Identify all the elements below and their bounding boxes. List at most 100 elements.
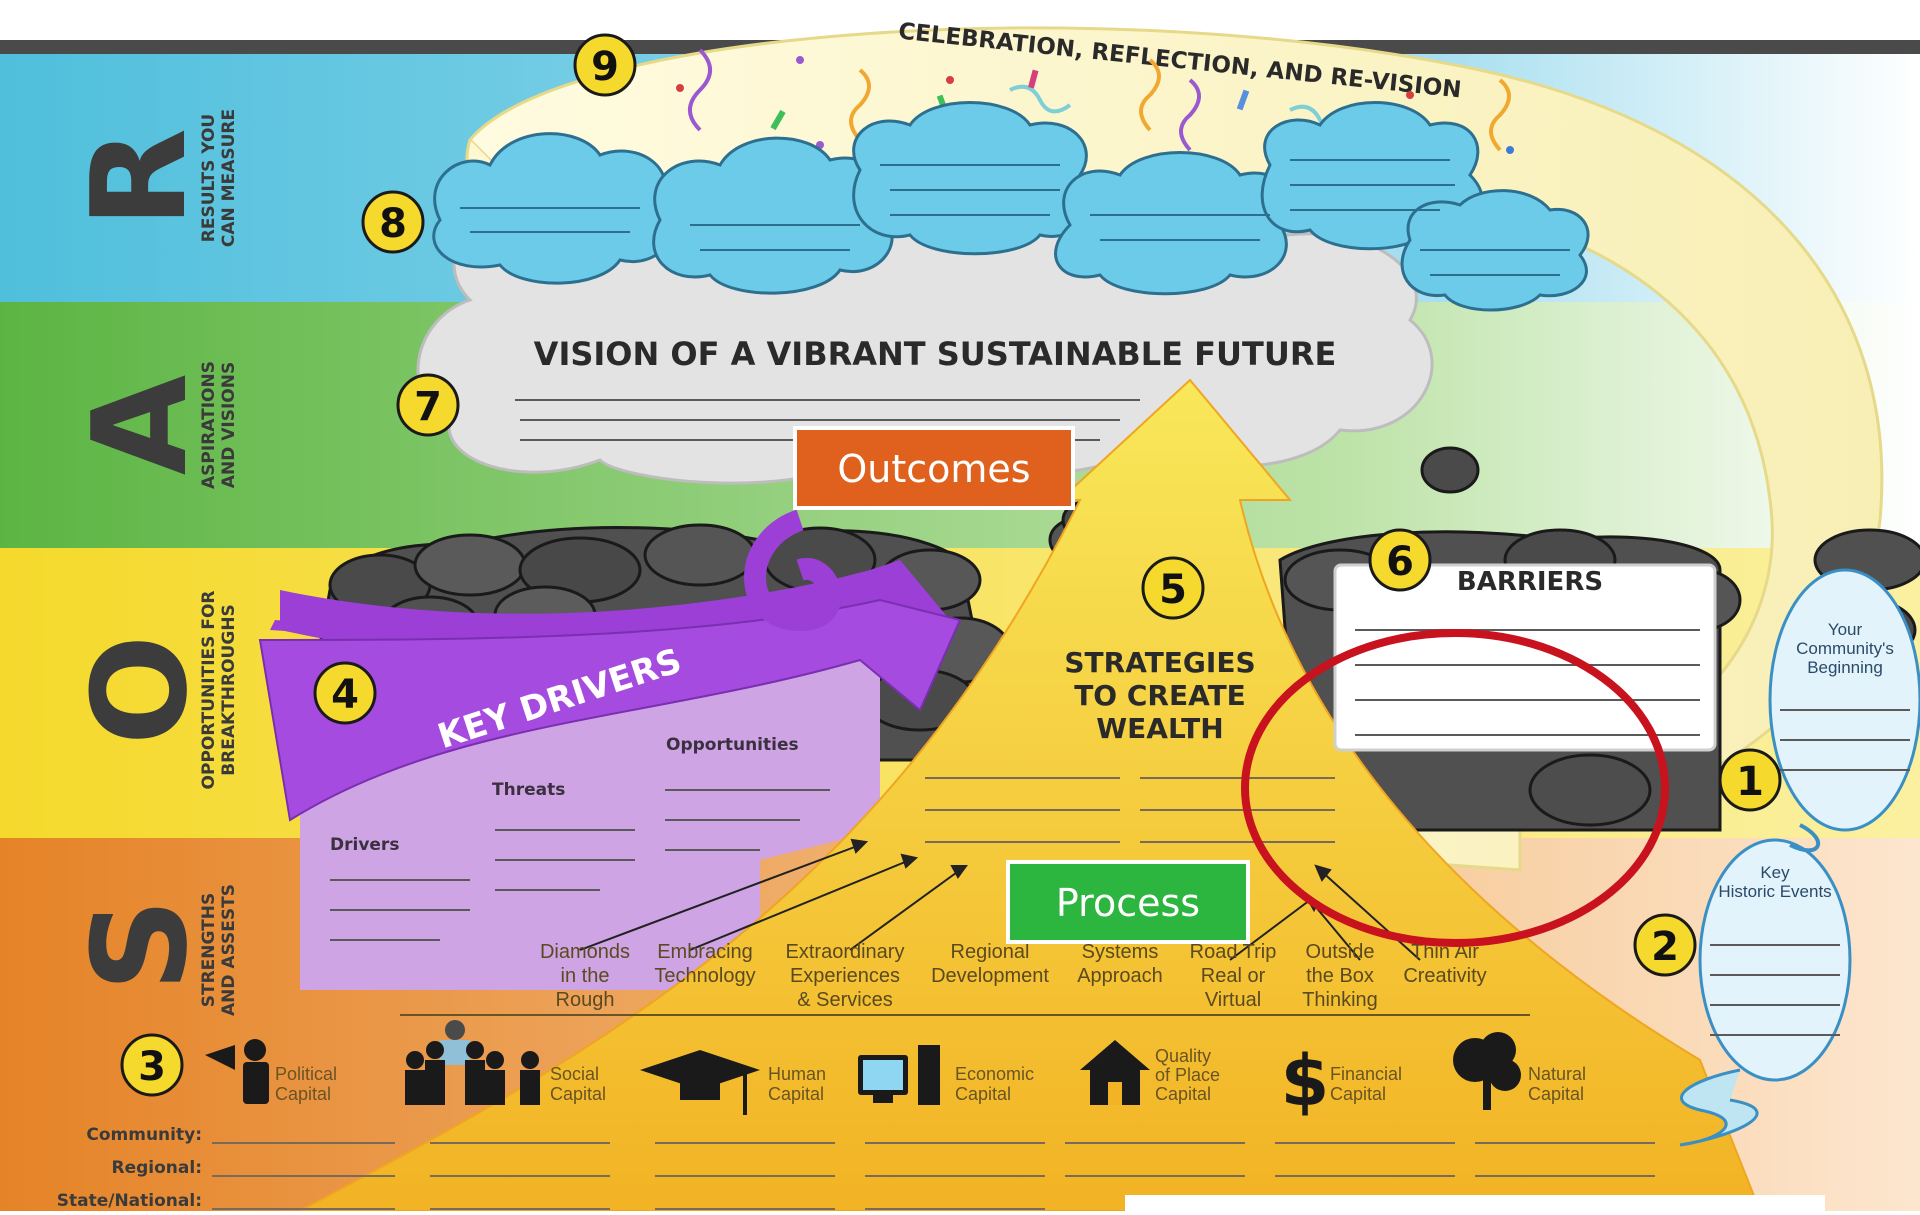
svg-text:Diamonds: Diamonds [540, 941, 630, 963]
svg-text:STRENGTHS: STRENGTHS [199, 893, 219, 1008]
number-circle-4: 4 [313, 661, 377, 725]
strategy-systems-approach: Systems Approach [1077, 941, 1163, 987]
strategy-regional-development: Regional Development [931, 941, 1049, 987]
svg-text:Capital: Capital [768, 1084, 824, 1104]
svg-text:$: $ [1281, 1040, 1330, 1122]
svg-text:Capital: Capital [1528, 1084, 1584, 1104]
svg-text:5: 5 [1159, 567, 1187, 613]
svg-text:TO CREATE: TO CREATE [1074, 679, 1246, 712]
strategies-heading: STRATEGIES TO CREATE WEALTH [1064, 646, 1255, 745]
threats-label: Threats [492, 780, 565, 800]
vision-heading: VISION OF A VIBRANT SUSTAINABLE FUTURE [534, 335, 1337, 373]
svg-text:Experiences: Experiences [790, 965, 900, 987]
opportunities-label: Opportunities [666, 735, 799, 755]
process-label: Process [1056, 881, 1200, 925]
band-label-aspirations: ASPIRATIONS AND VISIONS [199, 361, 239, 489]
svg-text:STRATEGIES: STRATEGIES [1064, 646, 1255, 679]
band-letter-o: O [64, 635, 216, 746]
number-circle-9: 9 [573, 33, 637, 97]
svg-text:CAN MEASURE: CAN MEASURE [219, 109, 239, 247]
svg-text:Social: Social [550, 1064, 599, 1084]
svg-text:2: 2 [1651, 924, 1679, 970]
levels-rows: Community: Regional: State/National: [57, 1125, 1655, 1211]
svg-text:6: 6 [1386, 539, 1414, 585]
key-historic-events-label: Key Historic Events [1718, 863, 1831, 901]
key-drivers-arrow [258, 598, 962, 822]
svg-text:Road Trip: Road Trip [1190, 941, 1277, 963]
svg-text:Community's: Community's [1796, 639, 1894, 658]
svg-text:BREAKTHROUGHS: BREAKTHROUGHS [219, 604, 239, 776]
number-circle-8: 8 [361, 190, 425, 254]
svg-text:7: 7 [414, 384, 442, 430]
svg-text:AND ASSESTS: AND ASSESTS [219, 884, 239, 1016]
key-drivers-banner [280, 560, 950, 658]
svg-text:Your: Your [1828, 620, 1863, 639]
level-community: Community: [86, 1125, 202, 1145]
outcomes-label-box: Outcomes [793, 426, 1075, 510]
oval-connector [1789, 823, 1821, 853]
svg-text:Economic: Economic [955, 1064, 1034, 1084]
group-of-people-icon [405, 1020, 540, 1105]
strategy-diamonds-in-the-rough: Diamonds in the Rough [540, 941, 630, 1011]
svg-text:O: O [64, 635, 216, 746]
drivers-label: Drivers [330, 835, 399, 855]
number-circle-2: 2 [1633, 913, 1697, 977]
svg-text:Capital: Capital [955, 1084, 1011, 1104]
svg-text:S: S [64, 898, 216, 992]
svg-text:the Box: the Box [1306, 965, 1374, 987]
svg-text:R: R [63, 128, 215, 228]
svg-text:Thinking: Thinking [1302, 989, 1378, 1011]
capital-human: Human Capital [768, 1064, 826, 1104]
svg-text:Financial: Financial [1330, 1064, 1402, 1084]
capitals-row: Political Capital Social Capital [205, 1020, 1586, 1122]
community-beginning-label: Your Community's Beginning [1796, 620, 1894, 677]
band-letter-r: R [63, 128, 215, 228]
svg-text:Human: Human [768, 1064, 826, 1084]
svg-text:Beginning: Beginning [1807, 658, 1883, 677]
strategy-embracing-technology: Embracing Technology [654, 941, 755, 987]
svg-text:Systems: Systems [1082, 941, 1159, 963]
community-beginning-oval [1768, 568, 1920, 832]
river-tail [1679, 1068, 1759, 1147]
strategy-labels: Diamonds in the Rough Embracing Technolo… [540, 941, 1487, 1011]
band-label-results: RESULTS YOU CAN MEASURE [199, 109, 239, 247]
svg-text:Rough: Rough [556, 989, 615, 1011]
capital-social: Social Capital [550, 1064, 606, 1104]
svg-text:Capital: Capital [275, 1084, 331, 1104]
strategy-pointer-arrows [579, 838, 1421, 961]
band-letter-a: A [64, 375, 216, 476]
svg-text:of Place: of Place [1155, 1065, 1220, 1085]
svg-text:Virtual: Virtual [1205, 989, 1261, 1011]
svg-text:Real or: Real or [1201, 965, 1266, 987]
svg-text:4: 4 [331, 672, 359, 718]
svg-text:Creativity: Creativity [1403, 965, 1486, 987]
band-label-opportunities: OPPORTUNITIES FOR BREAKTHROUGHS [199, 591, 239, 790]
megaphone-person-icon [205, 1039, 269, 1104]
svg-text:Embracing: Embracing [657, 941, 753, 963]
strategy-extraordinary-experiences: Extraordinary Experiences & Services [786, 941, 905, 1011]
key-historic-events-lines [1710, 944, 1840, 1036]
dollar-sign-icon: $ [1281, 1040, 1330, 1122]
svg-text:in the: in the [561, 965, 610, 987]
strategy-road-trip: Road Trip Real or Virtual [1190, 941, 1277, 1011]
community-beginning-lines [1780, 709, 1910, 771]
computer-icon [858, 1045, 940, 1105]
barriers-write-lines [1355, 629, 1700, 736]
outcomes-label: Outcomes [837, 447, 1030, 491]
band-label-strengths: STRENGTHS AND ASSESTS [199, 884, 239, 1016]
barriers-heading: BARRIERS [1457, 567, 1603, 597]
svg-text:Regional: Regional [951, 941, 1030, 963]
capital-political: Political Capital [275, 1064, 337, 1104]
capital-financial: Financial Capital [1330, 1064, 1402, 1104]
strategies-write-lines [925, 777, 1335, 843]
number-circle-3: 3 [120, 1033, 184, 1097]
level-state-national: State/National: [57, 1191, 202, 1211]
svg-text:Approach: Approach [1077, 965, 1163, 987]
number-circle-1: 1 [1718, 748, 1782, 812]
svg-text:A: A [64, 375, 216, 476]
process-label-box: Process [1006, 860, 1250, 944]
level-regional: Regional: [112, 1158, 203, 1178]
house-icon [1080, 1040, 1150, 1105]
svg-text:WEALTH: WEALTH [1096, 712, 1223, 745]
